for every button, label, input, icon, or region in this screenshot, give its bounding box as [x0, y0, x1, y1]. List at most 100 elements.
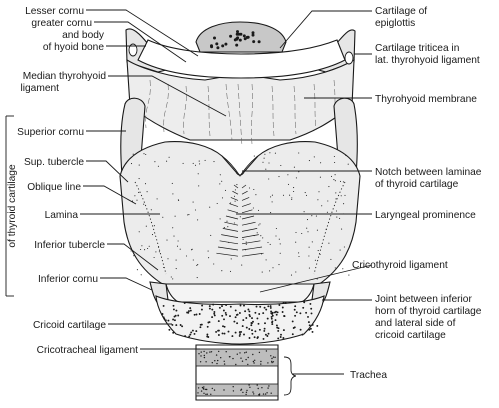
- texture-dot: [274, 152, 276, 154]
- membrane-fibre: [163, 83, 169, 133]
- texture-dot: [301, 333, 304, 336]
- cricoid-texture: [161, 301, 319, 340]
- texture-dot: [268, 178, 270, 180]
- texture-dot: [151, 234, 154, 236]
- prominence-mark: [241, 246, 263, 251]
- texture-dot: [298, 252, 300, 254]
- texture-dot: [243, 37, 247, 41]
- label-inferior-tubercle: Inferior tubercle: [34, 240, 105, 251]
- membrane-fibre: [237, 83, 243, 147]
- texture-dot: [264, 153, 266, 155]
- texture-dot: [213, 161, 215, 163]
- label-median-thyrohyoid-1: Median thyrohyoid: [23, 71, 107, 82]
- texture-dot: [133, 255, 135, 257]
- texture-dot: [262, 237, 264, 239]
- texture-dot: [289, 194, 291, 196]
- texture-dot: [238, 38, 242, 42]
- texture-dot: [307, 315, 309, 318]
- tracheal-ring: [195, 348, 279, 367]
- texture-dot: [282, 337, 285, 339]
- texture-dot: [290, 274, 293, 276]
- texture-dot: [206, 393, 208, 395]
- texture-dot: [299, 312, 302, 315]
- texture-dot: [211, 316, 214, 319]
- texture-dot: [207, 250, 209, 252]
- membrane-fibre: [313, 83, 317, 131]
- texture-dot: [343, 246, 345, 248]
- texture-dot: [236, 184, 238, 186]
- texture-dot: [264, 393, 267, 395]
- texture-dot: [162, 304, 165, 307]
- texture-dot: [308, 246, 310, 248]
- label-joint-1: Joint between inferior: [375, 294, 472, 305]
- texture-dot: [301, 232, 303, 235]
- texture-dot: [205, 393, 207, 395]
- texture-dot: [308, 324, 311, 327]
- texture-dot: [208, 305, 211, 308]
- texture-dot: [240, 357, 242, 359]
- texture-dot: [262, 337, 265, 340]
- texture-dot: [270, 392, 272, 394]
- texture-dot: [315, 215, 317, 217]
- texture-dot: [242, 238, 244, 240]
- texture-dot: [209, 351, 211, 353]
- texture-dot: [192, 201, 194, 203]
- texture-dot: [271, 201, 273, 203]
- texture-dot: [271, 312, 274, 315]
- texture-dot: [136, 269, 138, 271]
- texture-dot: [268, 162, 270, 164]
- leader-lines: [5, 9, 373, 396]
- texture-dot: [282, 329, 285, 332]
- texture-dot: [256, 232, 258, 234]
- texture-dot: [138, 164, 140, 166]
- prominence-mark: [219, 240, 239, 245]
- texture-dot: [333, 155, 335, 158]
- texture-dot: [221, 197, 224, 199]
- label-lamina: Lamina: [45, 210, 79, 221]
- texture-dot: [224, 311, 227, 314]
- texture-dot: [345, 154, 347, 156]
- texture-dot: [227, 330, 230, 333]
- texture-dot: [264, 322, 266, 325]
- texture-dot: [198, 313, 201, 315]
- texture-dot: [179, 324, 182, 326]
- texture-dot: [257, 40, 261, 44]
- prominence-mark: [241, 190, 248, 195]
- texture-dot: [176, 245, 179, 247]
- texture-dot: [287, 174, 289, 176]
- texture-dot: [200, 355, 202, 357]
- label-sup-tubercle: Sup. tubercle: [24, 157, 84, 168]
- texture-dot: [219, 183, 221, 185]
- texture-dot: [144, 249, 146, 251]
- texture-dot: [265, 259, 267, 261]
- texture-dot: [252, 360, 255, 363]
- texture-dot: [200, 323, 203, 326]
- texture-dot: [266, 335, 269, 337]
- texture-dot: [258, 313, 261, 315]
- texture-dot: [157, 165, 159, 167]
- texture-dot: [236, 353, 238, 355]
- texture-dot: [193, 313, 196, 316]
- texture-dot: [282, 301, 285, 304]
- texture-dot: [208, 307, 211, 310]
- texture-dot: [189, 309, 192, 312]
- texture-dot: [295, 241, 297, 243]
- label-of-thyroid-cartilage: of thyroid cartilage: [7, 164, 18, 248]
- texture-dot: [248, 384, 250, 386]
- texture-dot: [307, 231, 309, 233]
- texture-dot: [305, 194, 308, 196]
- texture-dot: [295, 271, 297, 273]
- texture-dot: [158, 251, 160, 253]
- texture-dot: [134, 195, 136, 197]
- texture-dot: [205, 361, 207, 363]
- texture-dot: [311, 330, 314, 333]
- texture-dot: [259, 305, 262, 308]
- texture-dot: [281, 306, 284, 309]
- texture-dot: [308, 267, 310, 269]
- texture-dot: [232, 390, 235, 392]
- texture-dot: [172, 304, 175, 307]
- texture-dot: [295, 177, 297, 179]
- texture-dot: [197, 219, 199, 221]
- texture-dot: [170, 276, 172, 278]
- texture-dot: [245, 243, 247, 245]
